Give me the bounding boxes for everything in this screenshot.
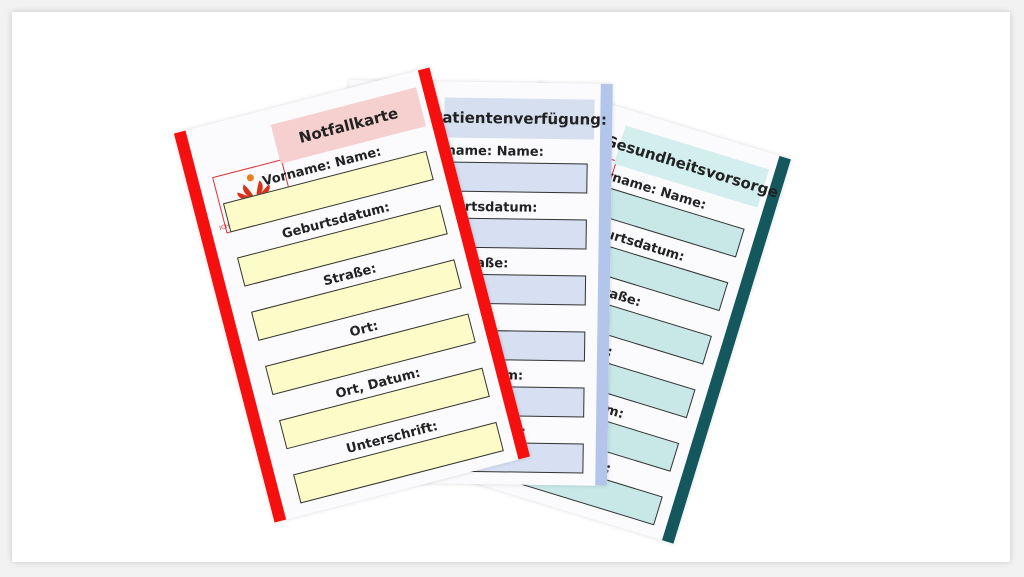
card-notfallkarte: ICH-ENTSCHEIDE-SELBST.DENotfallkarteVorn… (173, 67, 531, 523)
card-title: Patientenverfügung: (432, 97, 607, 140)
